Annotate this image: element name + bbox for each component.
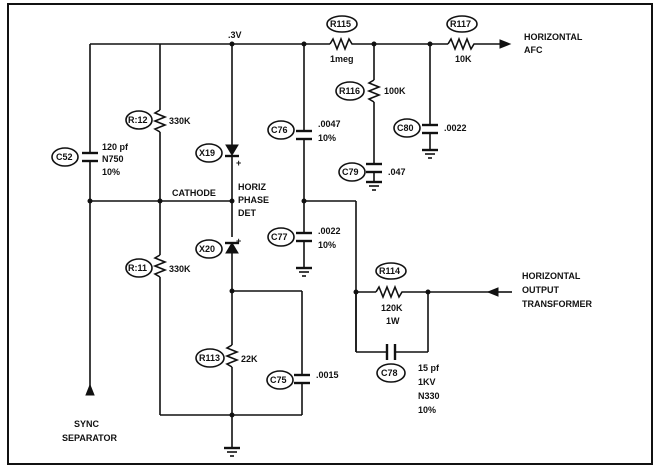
r112-value-label: 330K [169, 116, 191, 126]
phase-det-label-line2: PHASE [238, 195, 269, 205]
c79-ref-circle [338, 162, 366, 182]
c52-value-line3: 10% [102, 167, 120, 177]
c78-value-line1: 15 pf [418, 363, 440, 373]
sync-separator-label-line1: SYNC [74, 419, 100, 429]
r113-ref-label: R113 [199, 353, 220, 363]
c80-ref-label: C80 [397, 123, 414, 133]
r111-ref-label: R:11 [128, 263, 147, 273]
horizontal-afc-label-line1: HORIZONTAL [524, 32, 583, 42]
c77-ref-label: C77 [271, 232, 288, 242]
supply-voltage-label: .3V [228, 30, 242, 40]
sync-separator-input-arrow [85, 383, 95, 396]
c76-value-line2: 10% [318, 133, 336, 143]
r112-ref-circle [125, 110, 153, 130]
c77-value-line2: 10% [318, 240, 336, 250]
r116-ref-circle [335, 81, 365, 101]
r114-ref-label: R114 [379, 266, 400, 276]
x19-diode-symbol [225, 144, 239, 156]
c79-ref-label: C79 [342, 167, 359, 177]
r114-value-line2: 1W [386, 316, 400, 326]
r117-ref-label: R117 [450, 19, 471, 29]
r117-ref-circle [446, 15, 478, 33]
output-transformer-label-line2: OUTPUT [522, 285, 560, 295]
r115-resistor-symbol [329, 36, 354, 52]
r117-resistor-symbol [447, 36, 476, 52]
c78-ref-circle [376, 363, 406, 383]
diagram-frame [7, 3, 653, 465]
cathode-label: CATHODE [172, 188, 216, 198]
c77-ref-circle [267, 227, 295, 247]
x20-ref-label: X20 [199, 244, 215, 254]
phase-det-label-line3: DET [238, 208, 257, 218]
c76-ref-circle [267, 120, 295, 140]
x20-plus-mark: + [236, 236, 241, 246]
x19-plus-mark: + [236, 158, 241, 168]
phase-det-label-line1: HORIZ [238, 182, 267, 192]
r116-resistor-symbol [366, 79, 382, 103]
c75-ref-circle [266, 370, 294, 390]
r114-resistor-symbol [375, 284, 404, 300]
c75-value-label: .0015 [316, 370, 339, 380]
r116-value-label: 100K [384, 86, 406, 96]
junction-dot [229, 412, 235, 418]
r113-ref-circle [195, 348, 225, 368]
output-transformer-input-arrow [486, 287, 499, 297]
output-transformer-label-line3: TRANSFORMER [522, 299, 592, 309]
r115-ref-circle [326, 15, 358, 33]
r113-value-label: 22K [241, 354, 258, 364]
r112-resistor-symbol [152, 109, 168, 133]
r111-resistor-symbol [152, 254, 168, 278]
x19-ref-circle [195, 143, 223, 163]
r111-ref-circle [125, 258, 153, 278]
c80-ref-circle [393, 118, 421, 138]
c78-value-line3: N330 [418, 391, 440, 401]
c52-value-line2: N750 [102, 154, 124, 164]
r114-value-line1: 120K [381, 303, 403, 313]
c75-ref-label: C75 [270, 375, 287, 385]
c76-ref-label: C76 [271, 125, 288, 135]
c77-value-line1: .0022 [318, 226, 341, 236]
c52-ref-label: C52 [56, 152, 73, 162]
r111-value-label: 330K [169, 264, 191, 274]
c78-ref-label: C78 [381, 368, 398, 378]
sync-separator-label-line2: SEPARATOR [62, 433, 118, 443]
c52-ref-circle [51, 147, 79, 167]
r117-value-label: 10K [455, 54, 472, 64]
r112-ref-label: R:12 [128, 115, 148, 125]
x20-ref-circle [195, 239, 223, 259]
x19-ref-label: X19 [199, 148, 215, 158]
r115-value-label: 1meg [330, 54, 354, 64]
c52-value-line1: 120 pf [102, 142, 129, 152]
r116-ref-label: R116 [339, 86, 360, 96]
c78-value-line2: 1KV [418, 377, 436, 387]
c80-value-label: .0022 [444, 123, 467, 133]
horizontal-afc-label-line2: AFC [524, 45, 543, 55]
c79-value-label: .047 [388, 167, 406, 177]
r115-ref-label: R115 [330, 19, 351, 29]
afc-output-arrow [499, 39, 512, 49]
r114-ref-circle [375, 262, 407, 280]
r113-resistor-symbol [224, 344, 240, 368]
c78-value-line4: 10% [418, 405, 436, 415]
output-transformer-label-line1: HORIZONTAL [522, 271, 581, 281]
c76-value-line1: .0047 [318, 119, 341, 129]
